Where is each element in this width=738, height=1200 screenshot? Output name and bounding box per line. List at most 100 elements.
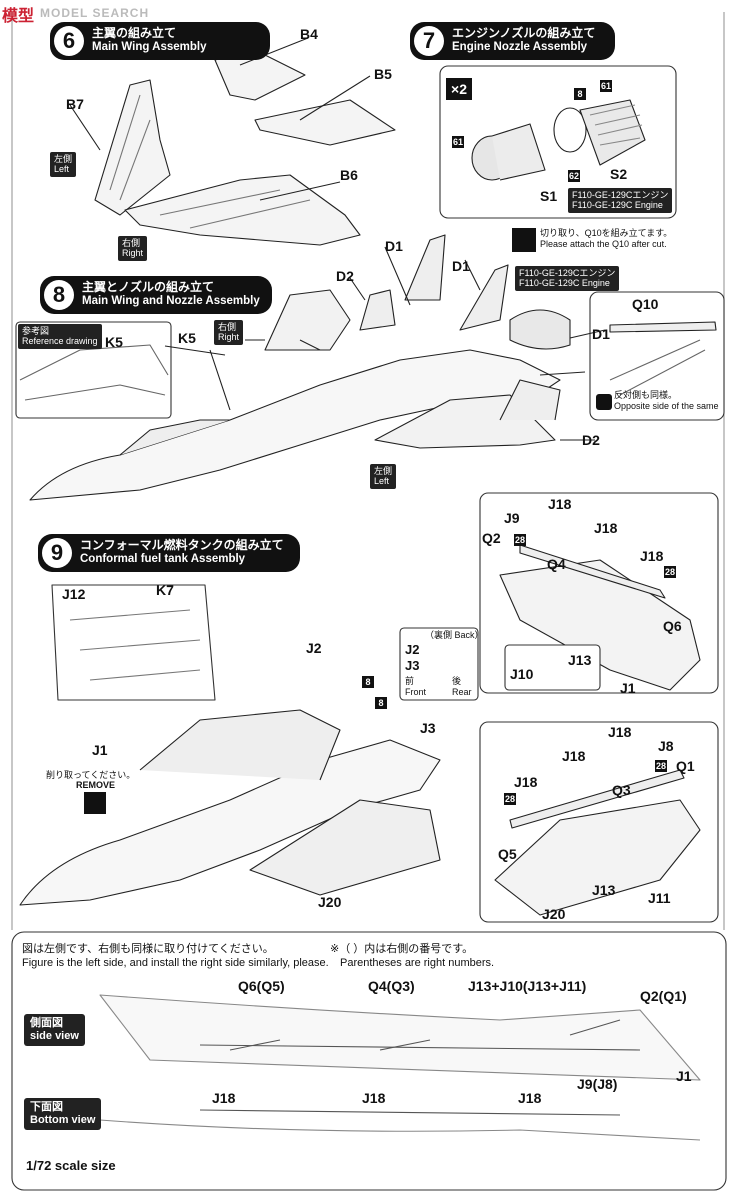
marker-28c: 28 — [655, 760, 667, 772]
bottom-view-tag: 下面図 Bottom view — [24, 1098, 102, 1131]
label-b5: B5 — [374, 66, 392, 82]
label-d1-top: D1 — [385, 238, 403, 254]
label-q1: Q1 — [676, 758, 695, 774]
label-j8: J8 — [658, 738, 674, 754]
tag-right-ja: 右側 — [122, 238, 141, 248]
note-rear: 後 Rear — [452, 676, 472, 698]
step7-number: 7 — [414, 26, 444, 56]
marker-28a: 28 — [514, 534, 526, 546]
step8-title-en: Main Wing and Nozzle Assembly — [82, 295, 260, 308]
label-j9: J9 — [504, 510, 520, 526]
tag-left-2: 左側 Left — [370, 464, 397, 489]
note-front-en: Front — [405, 686, 427, 697]
label-j18-c: J18 — [640, 548, 664, 564]
label-j9j8: J9(J8) — [577, 1076, 618, 1092]
watermark-logo: 模型 — [2, 8, 35, 25]
step9-banner: 9 コンフォーマル燃料タンクの組み立て Conformal fuel tank … — [38, 534, 300, 572]
label-j18-e: J18 — [562, 748, 586, 764]
tag-left2-en: Left — [374, 476, 390, 487]
tag-reference: 参考図 Reference drawing — [18, 324, 102, 349]
tag-left-en: Left — [54, 164, 70, 175]
note-q10-cut: 切り取り、Q10を組み立てます。 Please attach the Q10 a… — [540, 228, 672, 250]
label-j18-a: J18 — [548, 496, 572, 512]
label-q2q1: Q2(Q1) — [640, 988, 687, 1004]
cut-icon — [512, 228, 536, 252]
bottom-fig-ja: 図は左側です、右側も同様に取り付けてください。 — [22, 943, 274, 955]
tag-right-en: Right — [122, 248, 144, 259]
bottom-view-ja: 下面図 — [30, 1101, 63, 1113]
label-j2-top: J2 — [306, 640, 322, 656]
engine-tag-en: F110-GE-129C Engine — [572, 200, 663, 211]
label-q2: Q2 — [482, 530, 501, 546]
tag-ref-ja: 参考図 — [22, 326, 50, 336]
part-61a: 61 — [452, 136, 464, 148]
label-j18-bottom-b: J18 — [362, 1090, 386, 1106]
label-q6q5: Q6(Q5) — [238, 978, 285, 994]
label-k5-ref: K5 — [105, 334, 123, 350]
label-q6: Q6 — [663, 618, 682, 634]
label-j12: J12 — [62, 586, 86, 602]
label-j2-inset: J2 — [405, 642, 420, 657]
label-j18-bottom-a: J18 — [212, 1090, 236, 1106]
label-j18-b: J18 — [594, 520, 618, 536]
note-remove: REMOVE — [76, 780, 116, 790]
label-d2-bottom: D2 — [582, 432, 600, 448]
part-62: 62 — [568, 170, 580, 182]
tag-left-ja: 左側 — [54, 154, 73, 164]
tag-engine-ja: F110-GE-129Cエンジン — [519, 268, 616, 278]
label-j20-main: J20 — [318, 894, 342, 910]
label-k5: K5 — [178, 330, 196, 346]
label-k7: K7 — [156, 582, 174, 598]
label-q4q3: Q4(Q3) — [368, 978, 415, 994]
label-j18-f: J18 — [514, 774, 538, 790]
label-j13-a: J13 — [568, 652, 592, 668]
note-q10-cut-en: Please attach the Q10 after cut. — [540, 238, 667, 249]
label-j3-inset: J3 — [405, 658, 420, 673]
step8-title-ja: 主翼とノズルの組み立て — [82, 280, 215, 295]
step6-banner: 6 主翼の組み立て Main Wing Assembly — [50, 22, 270, 60]
label-b7: B7 — [66, 96, 84, 112]
multiplier-badge: ×2 — [446, 78, 472, 100]
side-view-en: side view — [30, 1030, 79, 1043]
tag-right-1: 右側 Right — [118, 236, 148, 261]
step7-title-ja: エンジンノズルの組み立て — [452, 26, 596, 41]
step6-title-ja: 主翼の組み立て — [92, 26, 177, 41]
label-q5: Q5 — [498, 846, 517, 862]
tag-right2-en: Right — [218, 332, 240, 343]
tag-engine-step7: F110-GE-129Cエンジン F110-GE-129C Engine — [568, 188, 673, 213]
label-j18-bottom-c: J18 — [518, 1090, 542, 1106]
tag-engine-en: F110-GE-129C Engine — [519, 278, 610, 289]
step6-title-en: Main Wing Assembly — [92, 41, 207, 54]
step8-number: 8 — [44, 280, 74, 310]
remove-icon — [84, 792, 106, 814]
tag-left-1: 左側 Left — [50, 152, 77, 177]
note-front: 前 Front — [405, 676, 426, 698]
label-j11: J11 — [648, 890, 671, 906]
tag-left2-ja: 左側 — [374, 466, 393, 476]
note-back: （裏側 Back） — [425, 630, 484, 640]
watermark: 模型 MODEL SEARCH — [0, 2, 170, 32]
label-b4: B4 — [300, 26, 318, 42]
bottom-fig-en: Figure is the left side, and install the… — [22, 957, 329, 970]
note-opposite-en: Opposite side of the same — [614, 400, 719, 411]
marker-28b: 28 — [664, 566, 676, 578]
marker-8a: 8 — [362, 676, 374, 688]
label-j1-main: J1 — [92, 742, 108, 758]
label-d1-box: D1 — [592, 326, 610, 342]
tag-engine-step8: F110-GE-129Cエンジン F110-GE-129C Engine — [515, 266, 620, 291]
label-d1-mid: D1 — [452, 258, 470, 274]
bottom-view-en: Bottom view — [30, 1114, 96, 1127]
bottom-paren-note: ※（ ）内は右側の番号です。 Parentheses are right num… — [330, 942, 494, 971]
label-b6: B6 — [340, 167, 358, 183]
tag-ref-en: Reference drawing — [22, 336, 98, 347]
note-rear-ja: 後 — [452, 676, 462, 686]
tag-right-2: 右側 Right — [214, 320, 244, 345]
note-front-ja: 前 — [405, 676, 415, 686]
brush-icon — [596, 394, 612, 410]
step9-number: 9 — [42, 538, 72, 568]
step8-banner: 8 主翼とノズルの組み立て Main Wing and Nozzle Assem… — [40, 276, 272, 314]
engine-tag-ja: F110-GE-129Cエンジン — [572, 190, 669, 200]
label-j10: J10 — [510, 666, 534, 682]
label-j13-b: J13 — [592, 882, 616, 898]
